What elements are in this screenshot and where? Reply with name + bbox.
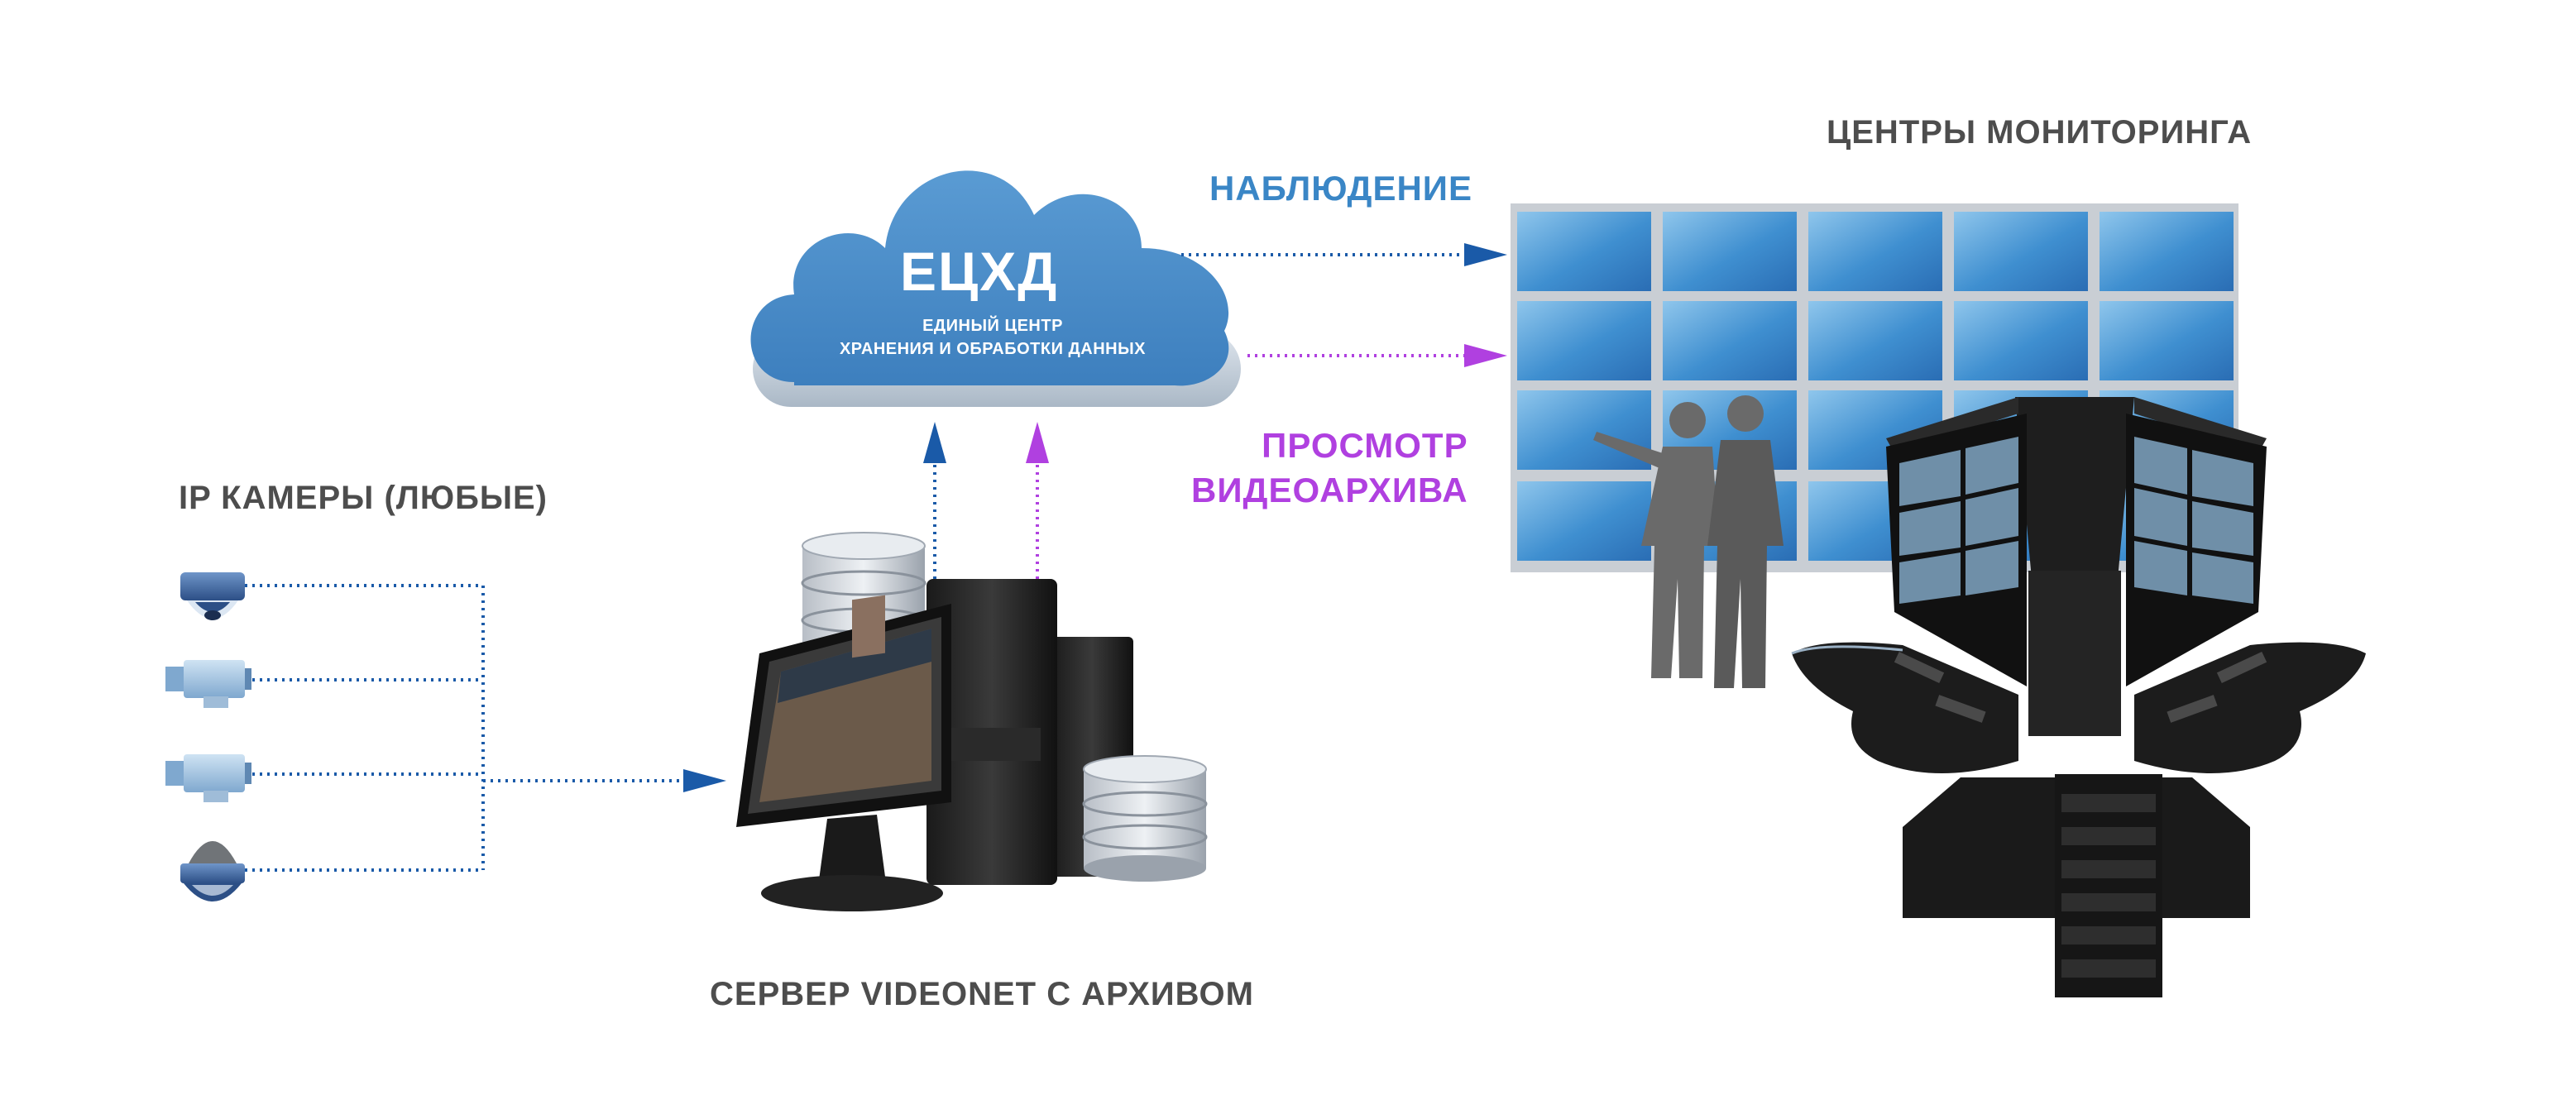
server-workstation — [736, 532, 1208, 911]
cloud-icon — [750, 170, 1241, 407]
monitoring-title: ЦЕНТРЫ МОНИТОРИНГА — [1827, 114, 2253, 151]
server-title: СЕРВЕР VIDEONET С АРХИВОМ — [710, 976, 1254, 1012]
database-icon — [1082, 755, 1208, 882]
archive-label-line1: ПРОСМОТР — [1262, 426, 1468, 465]
cloud-subtitle: ЕДИНЫЙ ЦЕНТР ХРАНЕНИЯ И ОБРАБОТКИ ДАННЫХ — [836, 314, 1150, 361]
archive-label: ПРОСМОТР ВИДЕОАРХИВА — [1191, 423, 1468, 513]
cloud-title: ЕЦХД — [900, 241, 1059, 302]
box-camera-icon — [165, 660, 251, 708]
server-archive-arrow — [1026, 422, 1049, 463]
camera-connection-lines — [245, 584, 710, 872]
archive-label-line2: ВИДЕОАРХИВА — [1191, 471, 1468, 509]
observation-arrow — [1464, 243, 1507, 266]
cloud-subtitle-line1: ЕДИНЫЙ ЦЕНТР — [922, 317, 1063, 335]
ptz-dome-camera-icon — [180, 841, 245, 901]
cameras-title: IP КАМЕРЫ (ЛЮБЫЕ) — [179, 480, 548, 516]
monitoring-console — [1791, 397, 2366, 997]
server-upload-arrow — [923, 422, 946, 463]
box-camera-icon — [165, 754, 251, 802]
people-silhouette — [1593, 395, 1784, 688]
cloud-subtitle-line2: ХРАНЕНИЯ И ОБРАБОТКИ ДАННЫХ — [839, 340, 1147, 358]
dome-camera-icon — [180, 572, 245, 620]
observation-label: НАБЛЮДЕНИЕ — [1209, 169, 1473, 208]
arrow-to-server — [683, 769, 726, 792]
archive-arrow — [1464, 344, 1507, 367]
